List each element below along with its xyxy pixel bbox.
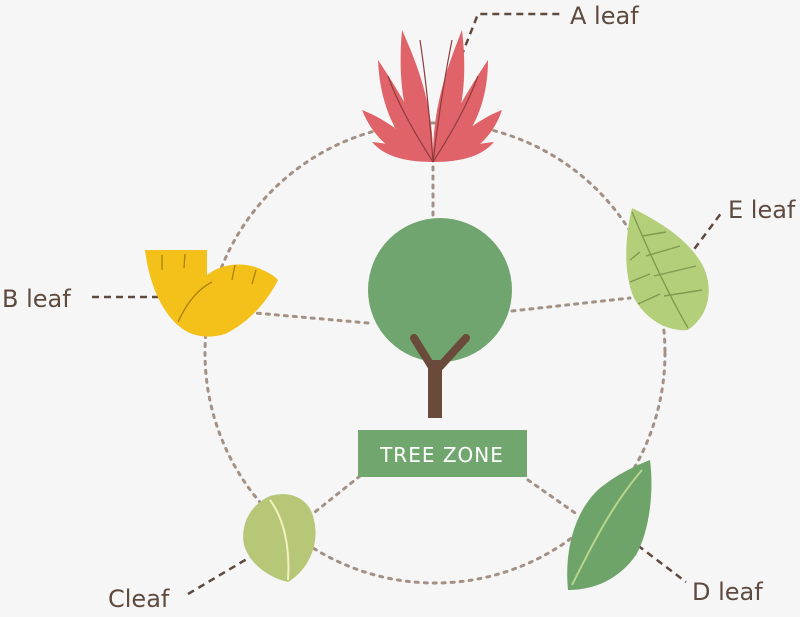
leaf-d-icon xyxy=(567,460,652,590)
tree-zone-label: TREE ZONE xyxy=(379,443,504,467)
tree-trunk xyxy=(428,360,442,418)
spoke-d xyxy=(526,478,580,517)
leaf-a-icon xyxy=(362,30,502,163)
tree-branch-left xyxy=(410,334,439,376)
tree-zone-box xyxy=(358,430,527,477)
leaf-d-label: D leaf xyxy=(692,578,763,606)
spoke-c xyxy=(303,474,362,522)
spoke-e xyxy=(510,296,632,313)
leaf-b-label: B leaf xyxy=(2,285,71,313)
leaf-a-label: A leaf xyxy=(570,2,639,30)
leaf-e-label: E leaf xyxy=(728,196,796,224)
leaf-b-icon xyxy=(145,250,278,337)
spoke-b xyxy=(253,311,370,325)
spokes xyxy=(253,163,632,522)
leaf-c-icon xyxy=(243,494,316,582)
leader-c xyxy=(187,548,263,596)
tree-icon xyxy=(368,218,512,418)
tree-crown xyxy=(368,218,512,362)
leaf-c-label: Cleaf xyxy=(108,585,170,613)
tree-branch-right xyxy=(431,334,470,376)
leaf-e-icon xyxy=(626,208,709,331)
dotted-ring xyxy=(203,121,667,585)
leader-a xyxy=(446,12,560,91)
